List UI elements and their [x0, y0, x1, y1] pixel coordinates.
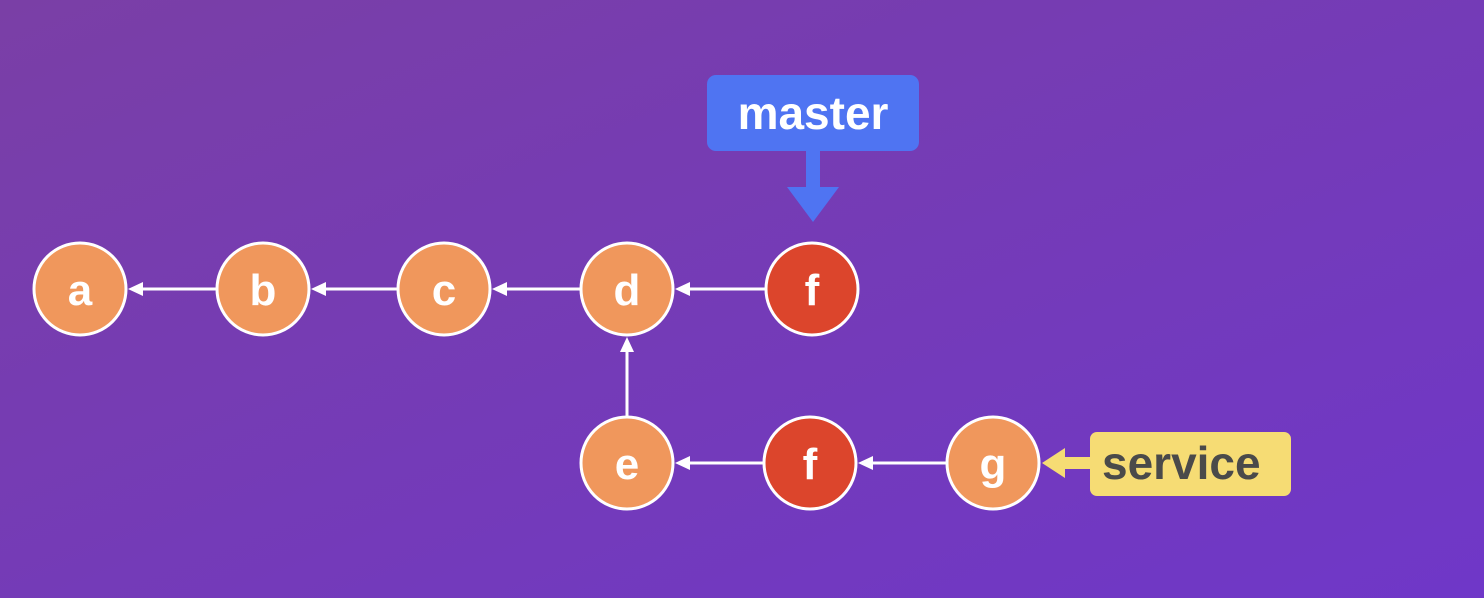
edge-f-service-to-e	[675, 456, 764, 470]
commit-label: f	[803, 440, 818, 489]
master-ref-arrow-shaft	[806, 149, 820, 189]
commit-label: d	[614, 266, 641, 315]
commit-circle	[579, 241, 675, 337]
edge-e-to-d	[620, 337, 634, 417]
commit-node-e: e	[579, 415, 675, 511]
edge-arrowhead	[128, 282, 143, 296]
edge-arrowhead	[620, 337, 634, 352]
edge-arrowhead	[311, 282, 326, 296]
commit-circle	[32, 241, 128, 337]
commit-circle	[945, 415, 1041, 511]
commit-circle	[762, 415, 858, 511]
commit-node-f-master: f	[764, 241, 860, 337]
commit-label: a	[68, 266, 93, 315]
commit-circle	[579, 415, 675, 511]
commit-label: c	[432, 266, 456, 315]
commit-node-d: d	[579, 241, 675, 337]
edge-arrowhead	[675, 456, 690, 470]
master-ref-box	[707, 75, 919, 151]
edge-arrowhead	[492, 282, 507, 296]
refs-layer: master service	[707, 75, 1291, 496]
commit-circle	[396, 241, 492, 337]
branch-ref-service: service	[1042, 432, 1291, 496]
master-ref-label: master	[738, 87, 889, 139]
service-ref-arrow-head	[1042, 448, 1065, 478]
service-ref-arrow-shaft	[1060, 457, 1092, 469]
edge-d-to-c	[492, 282, 581, 296]
commit-label: g	[980, 440, 1007, 489]
master-ref-arrow-head	[787, 187, 839, 222]
commit-node-a: a	[32, 241, 128, 337]
commit-circle	[215, 241, 311, 337]
commit-label: e	[615, 440, 639, 489]
commit-node-b: b	[215, 241, 311, 337]
commit-circle	[764, 241, 860, 337]
edge-f-master-to-d	[675, 282, 766, 296]
edge-arrowhead	[858, 456, 873, 470]
nodes-layer: a b c d f e f g	[32, 241, 1041, 511]
commit-node-f-service: f	[762, 415, 858, 511]
edge-arrowhead	[675, 282, 690, 296]
commit-node-g: g	[945, 415, 1041, 511]
service-ref-box	[1090, 432, 1291, 496]
branch-ref-master: master	[707, 75, 919, 222]
service-ref-label: service	[1102, 437, 1261, 489]
edge-c-to-b	[311, 282, 398, 296]
commit-label: b	[250, 266, 277, 315]
edge-g-to-f-service	[858, 456, 947, 470]
edges-layer	[128, 282, 947, 470]
commit-node-c: c	[396, 241, 492, 337]
commit-label: f	[805, 266, 820, 315]
edge-b-to-a	[128, 282, 217, 296]
